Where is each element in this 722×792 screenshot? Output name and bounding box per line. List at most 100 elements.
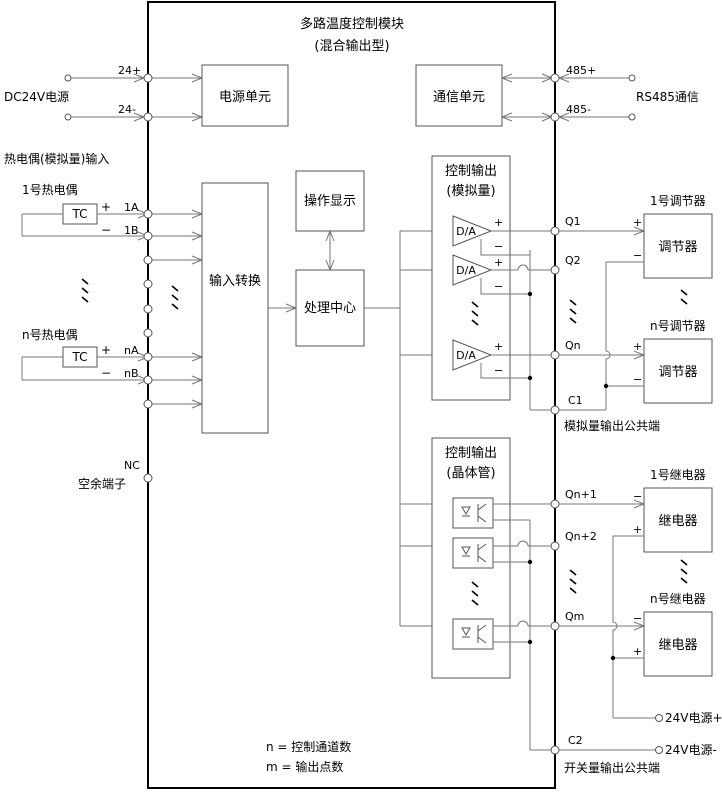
right-terminals — [550, 73, 560, 755]
optocoupler-2 — [452, 537, 494, 569]
term-q2: Q2 — [565, 254, 581, 267]
power-unit-box — [201, 64, 289, 127]
relay1-box — [643, 487, 713, 553]
dc24v-source-label: DC24V电源 — [4, 90, 69, 104]
relay1-label: 1号继电器 — [650, 468, 706, 482]
svg-text:+: + — [633, 340, 642, 353]
digital-out-subtitle: (晶体管) — [446, 466, 495, 481]
v24-plus-end — [655, 714, 663, 722]
digital-out-title: 控制输出 — [445, 445, 497, 461]
relay1-text: 继电器 — [658, 514, 697, 529]
junction-dot — [527, 639, 533, 645]
junction-dot — [610, 655, 616, 661]
power-unit-label: 电源单元 — [219, 90, 271, 105]
svg-text:−: − — [633, 490, 642, 503]
processing-box — [295, 269, 365, 347]
tc1-label: 1号热电偶 — [22, 183, 78, 197]
regn-box — [643, 338, 713, 404]
svg-text:+: + — [494, 216, 503, 229]
term-qn: Qn — [565, 339, 581, 352]
relayn-label: n号继电器 — [650, 592, 706, 606]
svg-text:D/A: D/A — [456, 264, 476, 277]
regn-label: n号调节器 — [650, 319, 706, 333]
tc1-plus: + — [101, 200, 111, 214]
rs485-pos-end — [628, 74, 636, 82]
v24-minus-end — [655, 746, 663, 754]
ellipsis-dashes — [471, 559, 688, 606]
svg-text:+: + — [633, 645, 642, 658]
rs485-neg-end — [628, 113, 636, 121]
term-1b: 1B — [124, 224, 139, 237]
svg-text:+: + — [633, 523, 642, 536]
junction-dot — [527, 375, 533, 381]
term-24-minus: 24- — [118, 103, 136, 116]
term-485-minus: 485- — [566, 103, 591, 116]
term-qn2: Qn+2 — [565, 530, 597, 543]
input-convert-label: 输入转换 — [209, 273, 261, 289]
power-neg-end — [64, 113, 72, 121]
da-converter-n: D/A — [452, 339, 493, 371]
tc1-minus: − — [101, 223, 111, 237]
rs485-label: RS485通信 — [636, 90, 699, 104]
comm-unit-label: 通信单元 — [433, 90, 485, 105]
v24-plus-label: 24V电源+ — [665, 711, 722, 725]
relay-wires: − − + + — [559, 490, 655, 751]
relayn-text: 继电器 — [658, 638, 697, 653]
reg1-box — [643, 213, 713, 279]
nc-label: 空余端子 — [78, 476, 126, 491]
arrow-icon — [325, 229, 335, 242]
svg-text:−: − — [494, 364, 503, 377]
term-nb: nB — [124, 367, 139, 380]
digital-common-label: 开关量输出公共端 — [564, 760, 660, 775]
da-converter-1: D/A — [452, 215, 493, 247]
junction-dot — [603, 383, 609, 389]
analog-out-title: 控制输出 — [445, 163, 497, 179]
digital-wires — [493, 503, 555, 751]
power-pos-end — [64, 74, 72, 82]
optocoupler-m — [452, 618, 494, 650]
input-section-label: 热电偶(模拟量)输入 — [4, 151, 109, 166]
term-485-plus: 485+ — [566, 64, 596, 77]
ellipsis-dashes — [471, 289, 688, 326]
svg-text:−: − — [494, 240, 503, 253]
optocoupler-1 — [452, 497, 494, 529]
term-1a: 1A — [124, 201, 139, 214]
term-na: nA — [124, 344, 139, 357]
tcn-text: TC — [71, 350, 87, 364]
relayn-box — [643, 611, 713, 677]
arrow-icon — [500, 112, 513, 122]
module-subtitle: (混合输出型) — [314, 38, 389, 54]
term-24-plus: 24+ — [118, 64, 141, 77]
comm-unit-box — [415, 64, 503, 127]
svg-text:D/A: D/A — [456, 349, 476, 362]
tcn-minus: − — [101, 366, 111, 380]
arrow-icon — [500, 73, 513, 83]
svg-text:−: − — [633, 373, 642, 386]
analog-wires: + − + − + − — [480, 216, 555, 411]
svg-text:−: − — [494, 280, 503, 293]
reg1-label: 1号调节器 — [650, 194, 706, 208]
module-title: 多路温度控制模块 — [300, 16, 404, 32]
junction-dot — [527, 559, 533, 565]
input-convert-box — [201, 182, 269, 434]
analog-common-label: 模拟量输出公共端 — [564, 418, 660, 433]
legend-n: n = 控制通道数 — [266, 739, 351, 754]
tc1-text: TC — [71, 207, 87, 221]
v24-minus-label: 24V电源- — [665, 743, 717, 757]
svg-text:−: − — [633, 612, 642, 625]
svg-text:−: − — [633, 249, 642, 262]
term-q1: Q1 — [565, 215, 581, 228]
svg-text:D/A: D/A — [456, 225, 476, 238]
display-box — [295, 170, 365, 232]
tcn-plus: + — [101, 343, 111, 357]
analog-out-subtitle: (模拟量) — [446, 184, 495, 199]
nc-term: NC — [124, 459, 140, 472]
svg-text:+: + — [494, 340, 503, 353]
regulator-wires: + + − − — [559, 216, 646, 411]
legend-m: m = 输出点数 — [266, 759, 343, 774]
tcn-label: n号热电偶 — [22, 328, 78, 342]
display-label: 操作显示 — [304, 193, 356, 209]
reg1-text: 调节器 — [658, 240, 697, 255]
term-c1: C1 — [568, 394, 583, 407]
